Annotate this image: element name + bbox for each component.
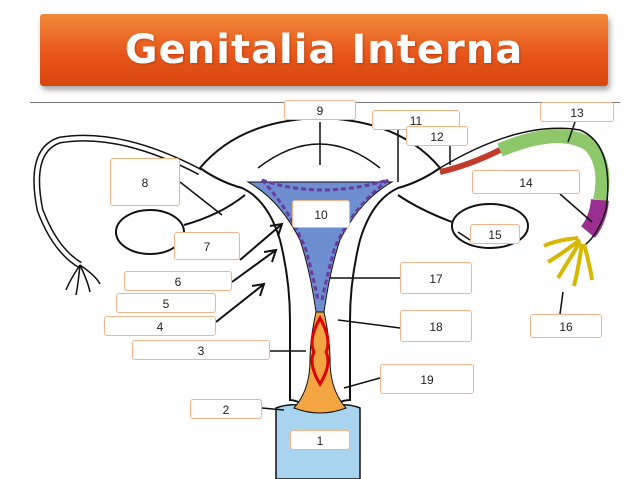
left-ligament xyxy=(183,194,246,226)
title-banner: Genitalia Interna xyxy=(40,14,608,86)
label-1: 1 xyxy=(290,430,350,450)
label-19: 19 xyxy=(380,364,474,394)
label-7: 7 xyxy=(174,232,240,260)
right-tube-proximal xyxy=(439,147,502,175)
label-14: 14 xyxy=(472,170,580,194)
label-12: 12 xyxy=(406,126,468,146)
label-3: 3 xyxy=(132,340,270,360)
page-title: Genitalia Interna xyxy=(124,27,524,73)
arrows xyxy=(215,222,284,323)
label-6: 6 xyxy=(124,271,232,291)
label-17: 17 xyxy=(400,262,472,294)
perimetrium-dashed xyxy=(261,178,389,301)
right-ligament xyxy=(397,194,453,223)
label-18: 18 xyxy=(400,310,472,342)
right-tube-infundibulum xyxy=(580,198,609,238)
label-2: 2 xyxy=(190,399,262,419)
label-9: 9 xyxy=(284,100,356,120)
pointer-lines xyxy=(179,121,593,411)
label-10: 10 xyxy=(292,200,350,228)
right-tube-outline xyxy=(439,127,609,249)
cervix-red-outline xyxy=(310,314,330,387)
perimetrium-dashed-left xyxy=(260,178,320,301)
right-fimbriae xyxy=(543,236,594,287)
label-8: 8 xyxy=(110,158,180,206)
label-15: 15 xyxy=(470,224,520,244)
label-13: 13 xyxy=(540,102,614,122)
cervical-canal xyxy=(293,311,347,414)
label-5: 5 xyxy=(116,293,216,313)
label-16: 16 xyxy=(530,314,602,338)
right-tube-ampulla xyxy=(497,129,610,202)
label-4: 4 xyxy=(104,316,216,336)
left-tube-inner xyxy=(34,136,201,267)
left-fimbriae xyxy=(65,264,101,296)
